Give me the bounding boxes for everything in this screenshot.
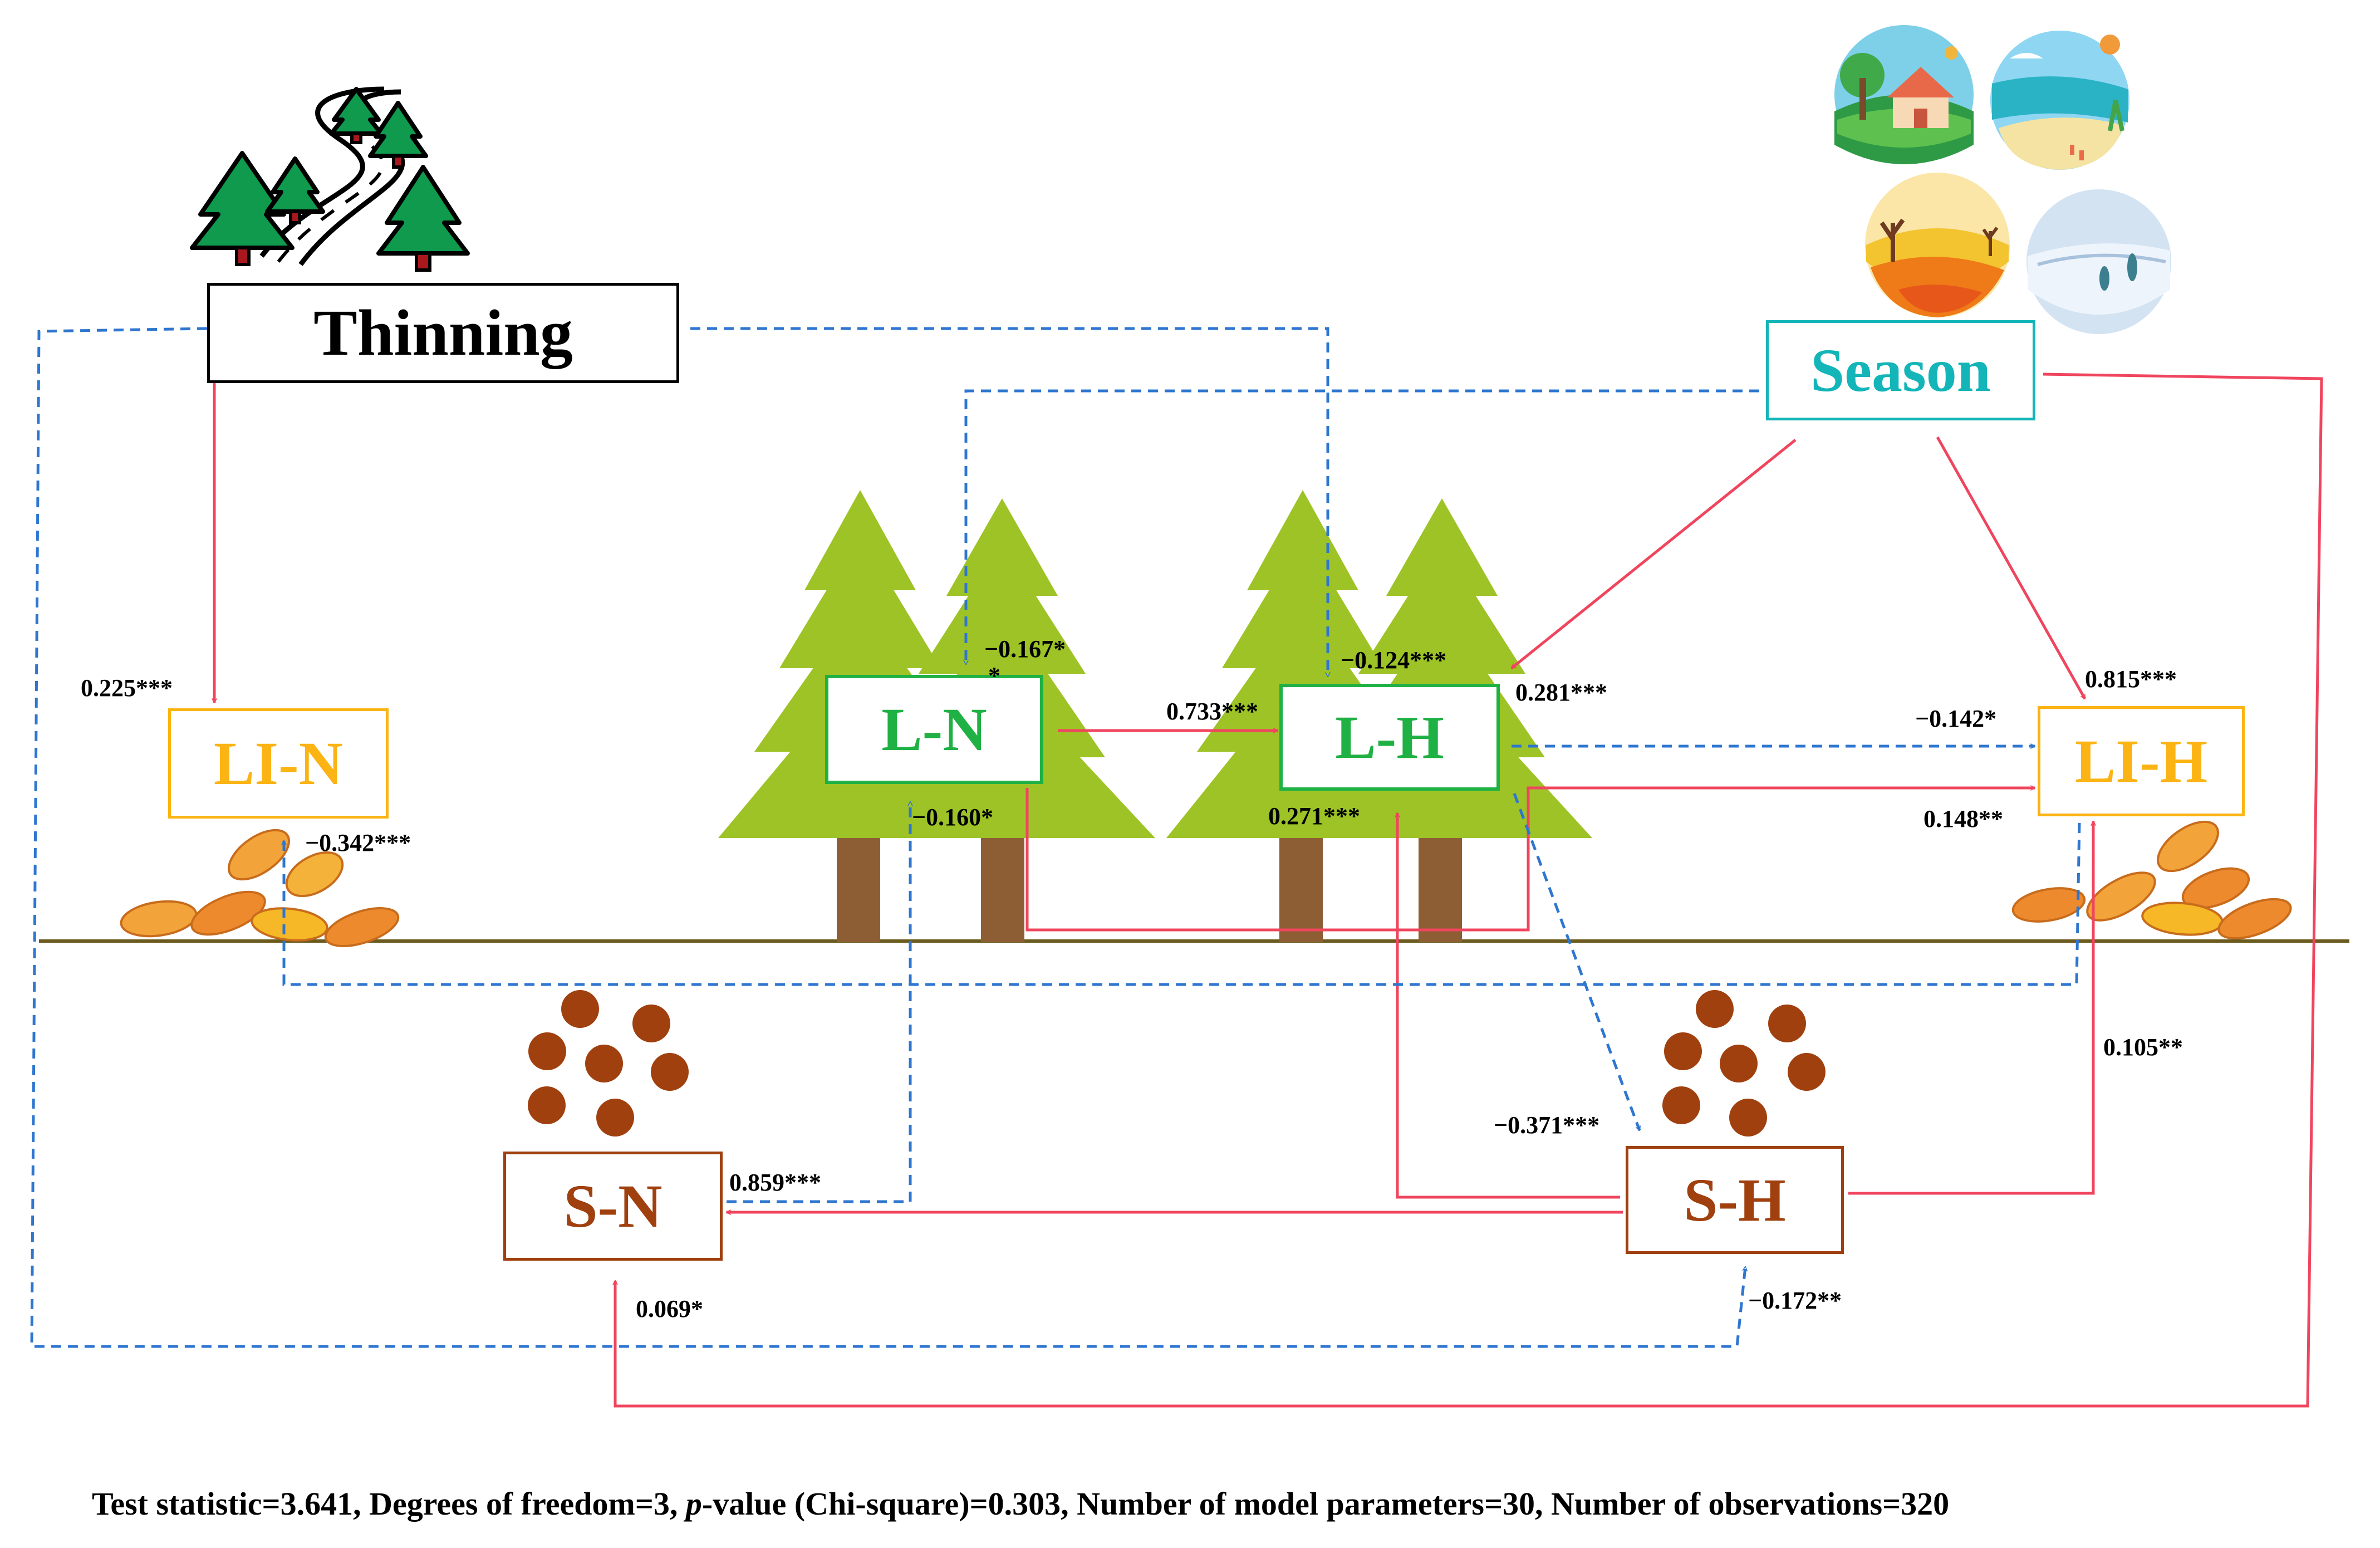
- coef-season-to-s-n: 0.069*: [636, 1295, 703, 1322]
- path-season-to-li-h: [1936, 436, 2087, 699]
- node-season: Season: [1766, 320, 2035, 420]
- path-s-h-to-li-h: [1848, 821, 2093, 1195]
- node-s-h: S-H: [1626, 1146, 1844, 1254]
- spring-icon: [1834, 25, 1974, 164]
- coef-l-h-top: −0.124***: [1341, 646, 1447, 674]
- forest-road-icon: [190, 86, 470, 272]
- path-thinning-to-l-h: [690, 327, 1328, 677]
- path-s-h-to-l-h: [1397, 813, 1620, 1199]
- node-li-h: LI-H: [2038, 706, 2245, 816]
- path-s-n-to-l-n: [727, 802, 910, 1203]
- leaf-litter-right-icon: [2011, 820, 2292, 940]
- path-season-to-l-h: [1512, 439, 1797, 669]
- coef-s-h-to-li-h: 0.105**: [2103, 1033, 2183, 1061]
- path-season-to-s-n: [615, 373, 2323, 1408]
- node-thinning: Thinning: [207, 283, 679, 383]
- coef-season-to-l-h: 0.281***: [1515, 679, 1607, 706]
- node-l-h: L-H: [1279, 684, 1500, 791]
- soil-particles-left-icon: [528, 990, 689, 1136]
- coef-s-n-to-l-n: −0.160*: [912, 804, 994, 831]
- coef-l-n-to-li-h: 0.148**: [1923, 805, 2003, 832]
- node-l-n: L-N: [825, 675, 1043, 784]
- path-l-h-to-s-h: [1513, 793, 1641, 1130]
- coef-s-h-to-l-h: 0.271***: [1268, 802, 1360, 830]
- soil-particles-right-icon: [1662, 990, 1826, 1136]
- coef-l-h-to-li-h: −0.142*: [1915, 705, 1997, 732]
- path-thinning-to-s-h: [30, 327, 1745, 1348]
- coef-thinning-li-n: 0.225***: [81, 674, 173, 702]
- footer-text-post: -value (Chi-square)=0.303, Number of mod…: [702, 1486, 1949, 1522]
- coef-s-n-in: 0.859***: [729, 1169, 821, 1196]
- leaf-litter-left-icon: [120, 829, 400, 947]
- path-l-n-to-li-h: [1025, 788, 2035, 932]
- path-season-to-l-n: [966, 389, 1759, 664]
- coef-thinning-to-s-h: −0.172**: [1748, 1287, 1842, 1314]
- positive-paths: [214, 373, 2323, 1408]
- coef-l-n-to-l-h: 0.733***: [1166, 698, 1258, 725]
- coef-l-h-to-s-h: −0.371***: [1494, 1111, 1600, 1139]
- coef-l-n-top-star: *: [988, 662, 1000, 689]
- svg-text:Test statistic=3.641, Degrees: Test statistic=3.641, Degrees of freedom…: [92, 1486, 1949, 1522]
- node-li-n: LI-N: [168, 708, 389, 819]
- coef-season-to-li-h: 0.815***: [2085, 665, 2177, 693]
- footer-text-pre: Test statistic=3.641, Degrees of freedom…: [92, 1486, 686, 1522]
- summer-icon: [1990, 31, 2129, 170]
- path-li-h-to-li-n: [284, 822, 2081, 986]
- node-s-n: S-N: [503, 1152, 723, 1261]
- winter-icon: [2026, 189, 2171, 334]
- negative-paths: [30, 327, 2081, 1348]
- coef-li-n-side: −0.342***: [305, 829, 411, 856]
- coef-l-n-top: −0.167*: [984, 635, 1066, 663]
- autumn-icon: [1865, 173, 2010, 317]
- footer-text-p: p: [683, 1486, 702, 1522]
